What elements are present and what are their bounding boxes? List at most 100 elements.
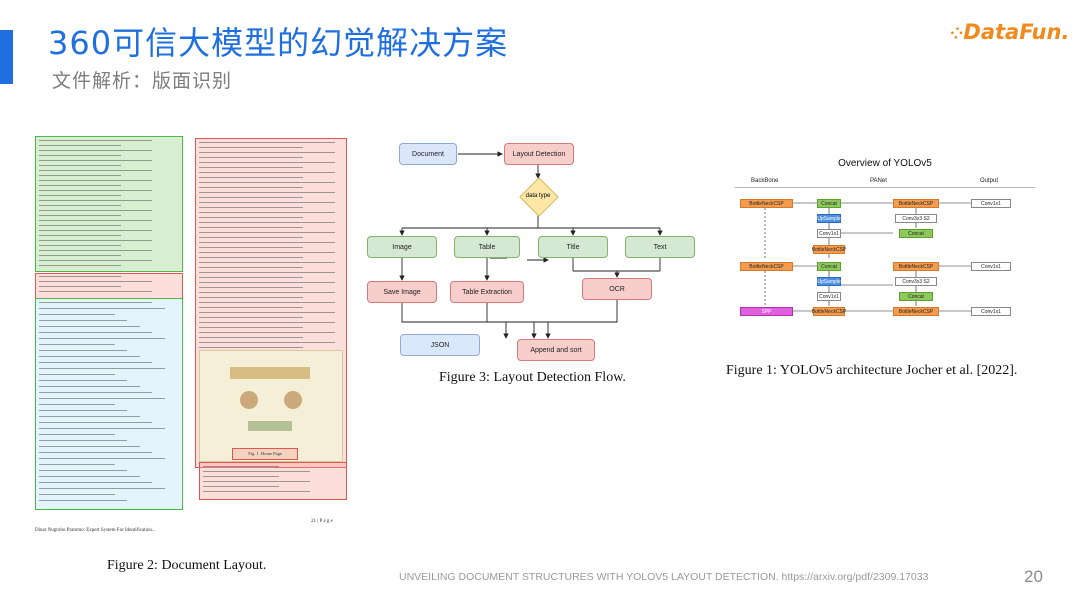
- doc-text-line: [39, 428, 165, 430]
- doc-text-line: [39, 235, 122, 237]
- doc-text-line: [203, 466, 279, 468]
- slide-title: 360可信大模型的幻觉解决方案: [48, 24, 509, 62]
- doc-text-line: [39, 314, 115, 316]
- slide-subtitle: 文件解析：版面识别: [52, 70, 233, 92]
- yolo-conv1-1: Conv1x1: [817, 229, 841, 238]
- doc-text-line: [39, 380, 128, 382]
- doc-image-region: [199, 350, 343, 462]
- doc-text-line: [199, 277, 303, 279]
- figure1-caption: Figure 1: YOLOv5 architecture Jocher et …: [726, 363, 1018, 378]
- doc-text-line: [39, 440, 128, 442]
- doc-text-line: [199, 192, 335, 194]
- doc-text-line: [199, 222, 335, 224]
- doc-text-line: [39, 356, 140, 358]
- yolo-col-output: Output: [980, 178, 999, 184]
- flow-node-ocr: OCR: [582, 278, 652, 300]
- doc-text-line: [199, 317, 303, 319]
- doc-text-line: [39, 410, 128, 412]
- doc-text-line: [39, 230, 153, 232]
- doc-text-line: [39, 350, 128, 352]
- doc-text-line: [39, 374, 115, 376]
- doc-text-line: [39, 446, 140, 448]
- doc-text-line: [199, 147, 303, 149]
- doc-image-caption-region: Fig. 1. Home Page: [232, 448, 298, 460]
- doc-text-line: [199, 327, 303, 329]
- doc-text-line: [39, 160, 153, 162]
- doc-text-line: [39, 422, 153, 424]
- doc-text-line: [39, 398, 165, 400]
- doc-text-line: [199, 142, 335, 144]
- doc-text-line: [39, 225, 122, 227]
- doc-text-line: [199, 307, 303, 309]
- doc-text-line: [39, 240, 153, 242]
- yolo-panet-csp-2: BottleNeckCSP: [811, 307, 847, 316]
- yolo-panet-csp-1: BottleNeckCSP: [811, 245, 847, 254]
- yolo-concat-1: Concat: [817, 199, 841, 208]
- yolo-upsample-1: UpSample: [817, 214, 841, 223]
- doc-text-line: [39, 165, 122, 167]
- doc-text-line: [39, 476, 140, 478]
- doc-text-line: [39, 260, 153, 262]
- doc-text-line: [39, 404, 115, 406]
- doc-text-line: [39, 175, 122, 177]
- yolo-concat-4: Concat: [899, 292, 933, 301]
- doc-text-line: [199, 267, 303, 269]
- yolo-output-3: Conv1x1: [971, 307, 1011, 316]
- doc-text-line: [199, 342, 335, 344]
- yolo-output-1: Conv1x1: [971, 199, 1011, 208]
- doc-text-line: [203, 476, 279, 478]
- doc-text-line: [199, 167, 303, 169]
- doc-text-line: [39, 205, 122, 207]
- doc-text-line: [199, 177, 303, 179]
- yolo-divider: [735, 187, 1035, 188]
- doc-text-line: [39, 291, 153, 293]
- doc-text-line: [199, 212, 335, 214]
- doc-text-line: [39, 302, 153, 304]
- doc-text-line: [199, 237, 303, 239]
- flow-node-data-type: data type: [519, 177, 559, 217]
- doc-text-line: [39, 392, 153, 394]
- document-layout-figure: Fig. 1. Home Page Dinar Nugroho Pratomo:…: [33, 132, 351, 548]
- doc-text-line: [199, 337, 303, 339]
- yolo-col-backbone: BackBone: [751, 178, 779, 184]
- flow-node-table-extraction: Table Extraction: [450, 281, 524, 303]
- doc-text-line: [39, 464, 115, 466]
- doc-text-line: [39, 368, 165, 370]
- yolo-conv1-2: Conv1x1: [817, 292, 841, 301]
- flow-node-table: Table: [454, 236, 520, 258]
- doc-text-line: [39, 494, 115, 496]
- doc-text-line: [39, 195, 122, 197]
- doc-text-line: [39, 150, 153, 152]
- doc-text-line: [203, 486, 279, 488]
- yolov5-figure: Overview of YOLOv5 BackBone PANet Output…: [735, 158, 1035, 338]
- yolo-backbone-csp-1: BottleNeckCSP: [740, 199, 793, 208]
- doc-text-line: [199, 257, 303, 259]
- flow-node-text: Text: [625, 236, 695, 258]
- flow-node-image: Image: [367, 236, 437, 258]
- doc-text-line: [199, 332, 335, 334]
- doc-text-line: [39, 190, 153, 192]
- doc-text-line: [39, 215, 122, 217]
- doc-text-line: [199, 242, 335, 244]
- doc-text-line: [39, 452, 153, 454]
- doc-text-line: [39, 332, 153, 334]
- doc-text-line: [39, 180, 153, 182]
- doc-text-line: [39, 416, 140, 418]
- doc-text-line: [199, 182, 335, 184]
- doc-text-region-top: [35, 136, 183, 272]
- yolo-title: Overview of YOLOv5: [838, 158, 932, 169]
- doc-text-line: [39, 220, 153, 222]
- doc-text-line: [199, 292, 335, 294]
- flow-node-layout-detection: Layout Detection: [504, 143, 574, 165]
- doc-text-line: [199, 297, 303, 299]
- doc-text-line: [39, 434, 115, 436]
- doc-text-line: [39, 500, 128, 502]
- doc-text-line: [39, 482, 153, 484]
- doc-text-line: [199, 232, 335, 234]
- yolo-spp: SPP: [740, 307, 793, 316]
- doc-text-line: [39, 320, 128, 322]
- doc-text-line: [199, 202, 335, 204]
- doc-text-line: [39, 265, 122, 267]
- doc-text-line: [199, 187, 303, 189]
- doc-text-line: [199, 302, 335, 304]
